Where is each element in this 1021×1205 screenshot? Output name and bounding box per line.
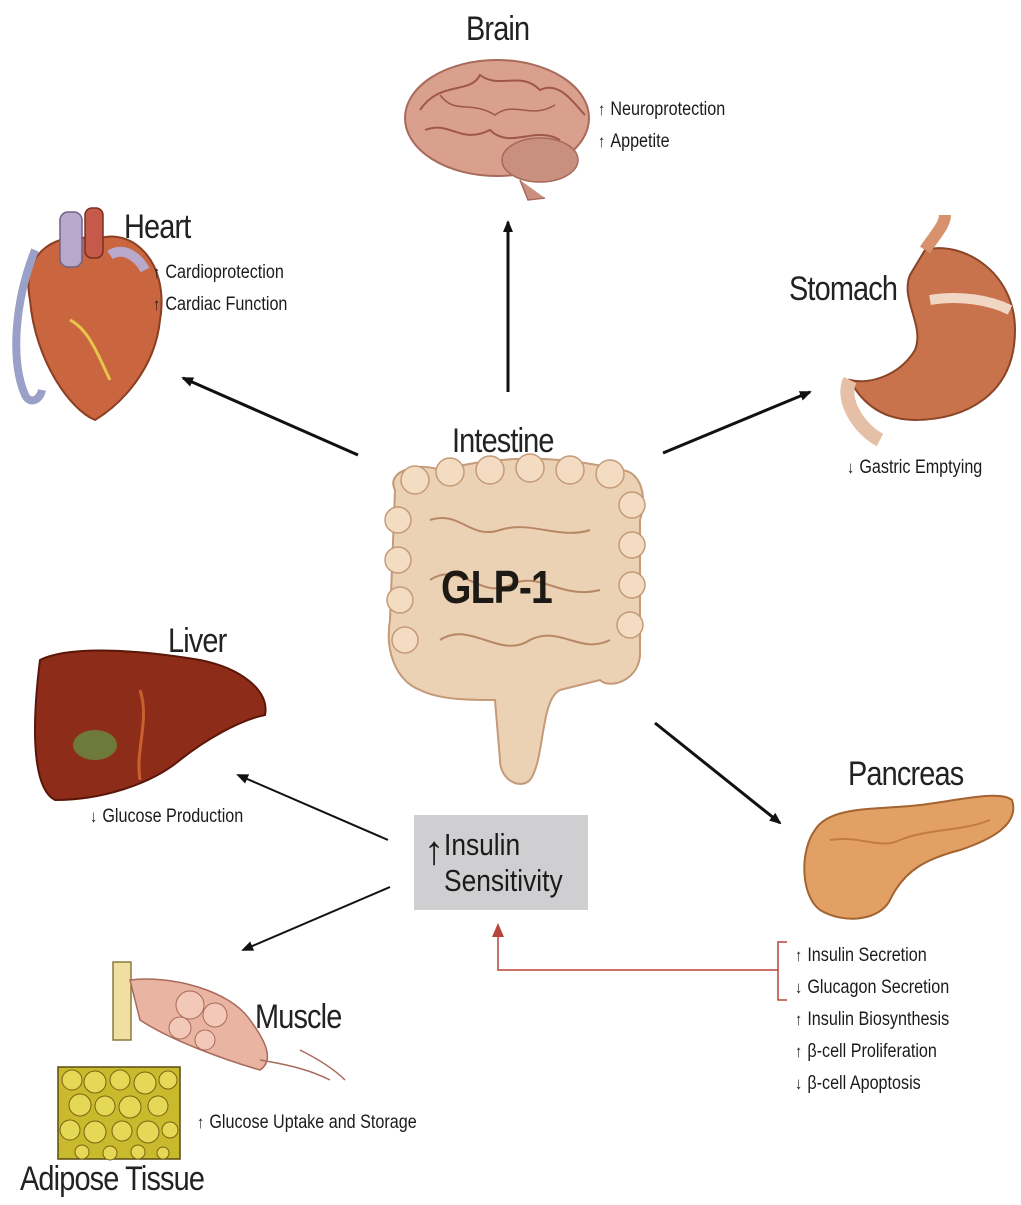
effect-text: Glucagon Secretion [807, 972, 949, 1004]
liver-label: Liver [168, 622, 226, 661]
effect-row: ↓β-cell Apoptosis [795, 1068, 949, 1100]
insulin-sensitivity-box: ↑ Insulin Sensitivity [414, 815, 588, 910]
pancreas-label: Pancreas [848, 755, 963, 794]
effect-row: ↓Gastric Emptying [847, 452, 982, 484]
brain-illustration [405, 60, 589, 200]
insulin-sensitivity-text: Insulin Sensitivity [444, 827, 563, 899]
up-arrow-icon: ↑ [598, 94, 605, 126]
arrow-to-stomach [663, 392, 810, 453]
effect-text: Gastric Emptying [859, 452, 982, 484]
effect-row: ↓Glucose Production [90, 801, 243, 833]
up-arrow-icon: ↑ [197, 1107, 204, 1139]
effect-row: ↑Appetite [598, 126, 725, 158]
effect-text: Glucose Production [102, 801, 243, 833]
effect-row: ↑Cardiac Function [153, 289, 287, 321]
stomach-effects: ↓Gastric Emptying [847, 452, 982, 484]
up-arrow-icon: ↑ [153, 257, 160, 289]
effect-text: Insulin Biosynthesis [807, 1004, 949, 1036]
liver-effects: ↓Glucose Production [90, 801, 243, 833]
effect-row: ↑β-cell Proliferation [795, 1036, 949, 1068]
effect-row: ↑Neuroprotection [598, 94, 725, 126]
up-arrow-icon: ↑ [795, 1004, 802, 1036]
down-arrow-icon: ↓ [847, 452, 854, 484]
brain-effects: ↑Neuroprotection ↑Appetite [598, 94, 725, 158]
liver-illustration [35, 651, 266, 800]
insulin-line: Insulin [444, 827, 563, 863]
down-arrow-icon: ↓ [90, 801, 97, 833]
sensitivity-line: Sensitivity [444, 863, 563, 899]
effect-row: ↑Glucose Uptake and Storage [197, 1107, 417, 1139]
up-arrow-icon: ↑ [795, 1036, 802, 1068]
up-arrow-icon: ↑ [153, 289, 160, 321]
effect-text: Cardiac Function [165, 289, 287, 321]
effect-text: Glucose Uptake and Storage [209, 1107, 416, 1139]
muscle-label: Muscle [255, 998, 341, 1037]
glp1-label: GLP-1 [441, 560, 552, 614]
effect-row: ↑Insulin Biosynthesis [795, 1004, 949, 1036]
effect-text: Cardioprotection [165, 257, 284, 289]
effect-row: ↓Glucagon Secretion [795, 972, 949, 1004]
arrow-to-pancreas [655, 723, 780, 823]
up-arrow-icon: ↑ [795, 940, 802, 972]
effect-row: ↑Insulin Secretion [795, 940, 949, 972]
arrow-to-liver [238, 775, 388, 840]
muscle-effects: ↑Glucose Uptake and Storage [197, 1107, 417, 1139]
stomach-illustration [847, 215, 1015, 440]
arrow-to-heart [183, 378, 358, 455]
down-arrow-icon: ↓ [795, 1068, 802, 1100]
effect-text: β-cell Apoptosis [807, 1068, 920, 1100]
pancreas-effects: ↑Insulin Secretion ↓Glucagon Secretion ↑… [795, 940, 949, 1100]
effect-text: Appetite [610, 126, 669, 158]
heart-label: Heart [124, 208, 190, 247]
down-arrow-icon: ↓ [795, 972, 802, 1004]
pancreas-illustration [804, 796, 1013, 919]
adipose-illustration [58, 1067, 180, 1160]
stomach-label: Stomach [789, 270, 897, 309]
intestine-illustration [385, 454, 645, 784]
effect-text: Neuroprotection [610, 94, 725, 126]
adipose-label: Adipose Tissue [20, 1160, 204, 1199]
brain-label: Brain [466, 10, 529, 49]
effect-row: ↑Cardioprotection [153, 257, 287, 289]
up-arrow-icon: ↑ [598, 126, 605, 158]
feedback-arrow [498, 930, 787, 1000]
heart-effects: ↑Cardioprotection ↑Cardiac Function [153, 257, 287, 321]
arrow-to-muscle [243, 887, 390, 950]
up-arrow-icon: ↑ [424, 831, 444, 871]
effect-text: Insulin Secretion [807, 940, 926, 972]
effect-text: β-cell Proliferation [807, 1036, 937, 1068]
intestine-label: Intestine [452, 422, 554, 461]
